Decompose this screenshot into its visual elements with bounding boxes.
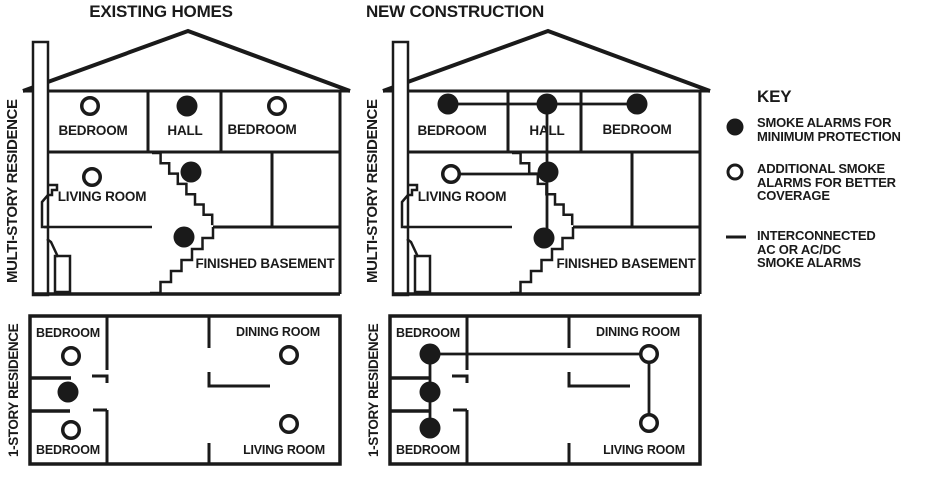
smoke-alarm-filled-icon: [536, 93, 558, 115]
staircase: [150, 227, 215, 295]
room-label-bedroom: BEDROOM: [36, 443, 100, 457]
roof: [22, 28, 351, 93]
smoke-alarm-open-icon: [441, 164, 461, 184]
room-label-bedroom: BEDROOM: [36, 326, 100, 340]
heading-new-construction: NEW CONSTRUCTION: [365, 2, 545, 21]
wall: [452, 374, 469, 383]
room-label-finished-basement: FINISHED BASEMENT: [195, 256, 335, 271]
staircase: [152, 151, 214, 226]
smoke-alarm-open-icon: [639, 413, 659, 433]
smoke-alarm-filled-icon: [537, 161, 559, 183]
wall: [207, 372, 270, 388]
smoke-alarm-filled-icon: [419, 417, 441, 439]
wall: [567, 372, 630, 388]
room-label-bedroom: BEDROOM: [602, 122, 672, 137]
floor-plan-outline: [388, 314, 702, 466]
key-item-minimum-protection: SMOKE ALARMS FOR MINIMUM PROTECTION: [757, 115, 901, 144]
wall: [92, 374, 109, 383]
heading-existing-homes: EXISTING HOMES: [89, 2, 233, 21]
room-label-bedroom: BEDROOM: [396, 326, 460, 340]
fireplace: [40, 194, 49, 229]
smoke-alarm-filled-icon: [419, 381, 441, 403]
smoke-alarm-open-icon: [61, 346, 81, 366]
smoke-alarm-filled-icon: [173, 226, 195, 248]
room-label-hall: HALL: [167, 123, 203, 138]
smoke-alarm-open-icon: [267, 96, 287, 116]
key-open-circle-icon: [726, 163, 744, 181]
key-filled-circle-icon: [726, 118, 744, 136]
fireplace: [48, 183, 59, 197]
furnace-icon: [53, 254, 72, 294]
furnace-pipe: [46, 238, 60, 258]
room-label-dining-room: DINING ROOM: [236, 325, 320, 339]
roof: [382, 28, 711, 93]
smoke-alarm-open-icon: [82, 167, 102, 187]
room-label-bedroom: BEDROOM: [417, 123, 487, 138]
furnace-icon: [413, 254, 432, 294]
smoke-alarm-filled-icon: [533, 227, 555, 249]
key-title: KEY: [757, 87, 792, 106]
floor-plan-outline: [28, 314, 342, 466]
fireplace: [408, 183, 419, 197]
smoke-alarm-open-icon: [639, 344, 659, 364]
key-item-interconnected: INTERCONNECTED AC OR AC/DC SMOKE ALARMS: [757, 228, 876, 270]
smoke-alarm-filled-icon: [57, 381, 79, 403]
smoke-alarm-open-icon: [80, 96, 100, 116]
one-story-new-diagram: [388, 314, 702, 466]
key-item-better-coverage: ADDITIONAL SMOKE ALARMS FOR BETTER COVER…: [757, 161, 896, 203]
room-label-living-room: LIVING ROOM: [243, 443, 325, 457]
room-label-living-room: LIVING ROOM: [603, 443, 685, 457]
room-label-finished-basement: FINISHED BASEMENT: [556, 256, 696, 271]
multi-story-existing-diagram: [22, 28, 351, 297]
room-label-bedroom: BEDROOM: [227, 122, 297, 137]
room-label-bedroom: BEDROOM: [396, 443, 460, 457]
furnace-pipe: [406, 238, 420, 258]
key-symbols: [726, 118, 746, 239]
staircase: [510, 227, 575, 295]
room-label-bedroom: BEDROOM: [58, 123, 128, 138]
room-label-living-room: LIVING ROOM: [57, 189, 147, 204]
smoke-alarm-open-icon: [61, 420, 81, 440]
smoke-alarm-filled-icon: [419, 343, 441, 365]
one-story-existing-diagram: [28, 314, 342, 466]
room-label-dining-room: DINING ROOM: [596, 325, 680, 339]
smoke-alarm-filled-icon: [437, 93, 459, 115]
multi-story-new-diagram: [382, 28, 711, 297]
smoke-alarm-filled-icon: [176, 95, 198, 117]
room-label-living-room: LIVING ROOM: [417, 189, 507, 204]
smoke-alarm-open-icon: [279, 345, 299, 365]
smoke-alarm-open-icon: [279, 414, 299, 434]
smoke-alarm-filled-icon: [626, 93, 648, 115]
fireplace: [400, 194, 409, 229]
smoke-alarm-filled-icon: [180, 161, 202, 183]
